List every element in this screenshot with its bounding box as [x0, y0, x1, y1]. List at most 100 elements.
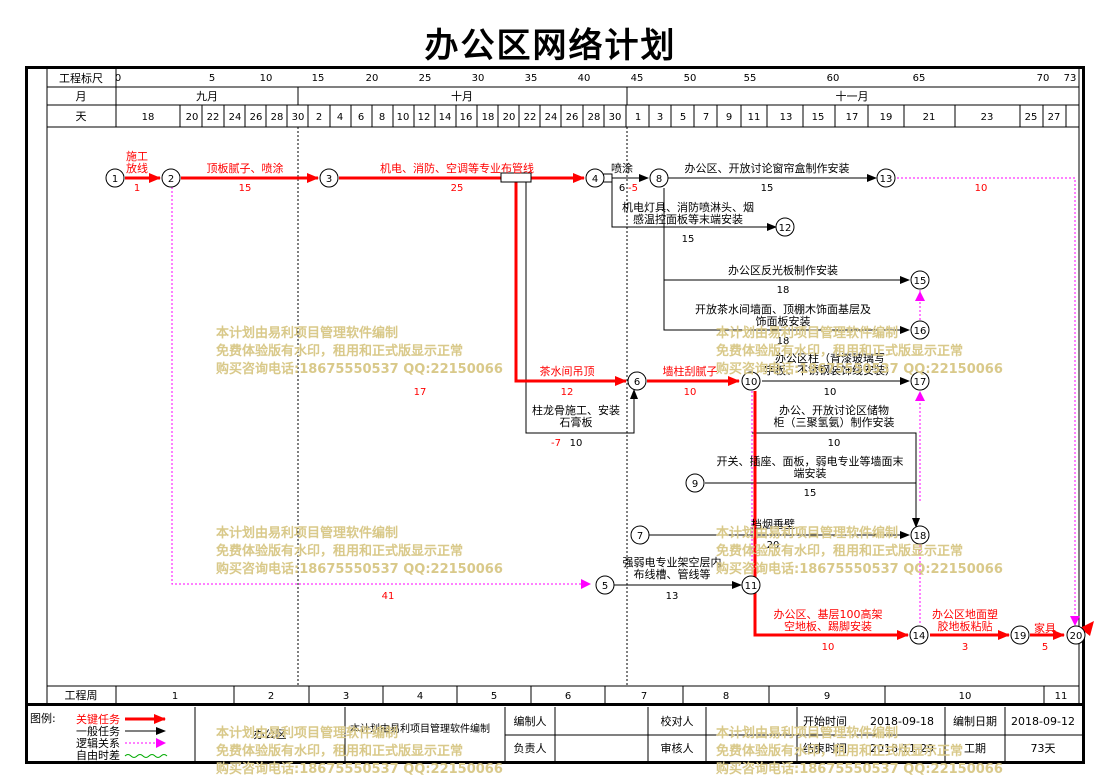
task-dur: 15	[239, 183, 252, 194]
node-circle	[741, 575, 761, 595]
day-label: 18	[142, 112, 155, 123]
task-name: 办公区、基层100高架空地板、踢脚安装	[774, 607, 883, 633]
day-label: 28	[588, 112, 601, 123]
day-label: 9	[726, 112, 732, 123]
node-label: 13	[880, 174, 893, 185]
task-dur: 15	[804, 488, 817, 499]
task-dur: 6	[619, 183, 625, 194]
critical-links	[125, 173, 1065, 640]
watermark-text: 本计划由易利项目管理软件编制免费体验版有水印，租用和正式版显示正常购买咨询电话:…	[716, 725, 1003, 779]
task-dur: 13	[666, 591, 679, 602]
watermark-line: 购买咨询电话:18675550537 QQ:22150066	[216, 362, 503, 377]
task-name: 家具	[1034, 621, 1056, 635]
day-label: 11	[748, 112, 761, 123]
watermark-line: 免费体验版有水印，租用和正式版显示正常	[216, 744, 464, 759]
day-label: 12	[418, 112, 431, 123]
day-label: 8	[379, 112, 385, 123]
node-label: 1	[112, 174, 118, 185]
day-label: 7	[703, 112, 709, 123]
date-label: 编制日期	[953, 714, 997, 728]
node-label: 2	[168, 174, 174, 185]
task-dur: 10	[975, 183, 988, 194]
scale-label: 10	[260, 73, 273, 84]
week-label: 6	[565, 691, 571, 702]
task-name: 办公区地面塑胶地板粘贴	[932, 607, 998, 633]
watermark-line: 免费体验版有水印，租用和正式版显示正常	[716, 344, 964, 359]
task-dur: 15	[761, 183, 774, 194]
day-label: 17	[846, 112, 859, 123]
legend-normal: 一般任务	[76, 725, 120, 738]
date-value: 2018-09-12	[1011, 715, 1075, 728]
node-label: 20	[1070, 631, 1083, 642]
task-dur: 20	[767, 540, 780, 551]
task-dur: 17	[414, 387, 427, 398]
day-label: 19	[880, 112, 893, 123]
node-circle	[595, 575, 615, 595]
task-name: 施工放线	[126, 150, 148, 175]
day-label: 20	[503, 112, 516, 123]
start-label: 开始时间	[803, 714, 847, 728]
day-label: 24	[545, 112, 558, 123]
day-row-label: 天	[76, 110, 87, 123]
node-circle	[161, 168, 181, 188]
node-label: 4	[592, 174, 598, 185]
task-dur: 5	[1042, 642, 1048, 653]
watermark-line: 购买咨询电话:18675550537 QQ:22150066	[216, 562, 503, 577]
week-label: 3	[343, 691, 349, 702]
node-circle	[876, 168, 896, 188]
day-label: 22	[207, 112, 220, 123]
watermark-line: 购买咨询电话:18675550537 QQ:22150066	[216, 762, 503, 777]
task-name: 办公区柱（背漆玻璃写字板、不锈钢装饰线安装）	[764, 351, 896, 377]
period-label: 工期	[964, 742, 986, 755]
node-label: 12	[779, 223, 792, 234]
scale-label: 15	[312, 73, 325, 84]
node-circle	[910, 525, 930, 545]
day-label: 22	[524, 112, 537, 123]
task-name: -7	[551, 438, 561, 449]
task-name: 顶板腻子、喷涂	[207, 161, 284, 175]
watermark-text: 本计划由易利项目管理软件编制免费体验版有水印，租用和正式版显示正常购买咨询电话:…	[216, 525, 503, 579]
month-labels: 九月十月十一月	[196, 89, 869, 103]
node-circle	[910, 371, 930, 391]
auditor-label: 审核人	[661, 741, 694, 755]
watermark-line: 购买咨询电话:18675550537 QQ:22150066	[716, 562, 1003, 577]
legend-label: 图例:	[30, 711, 56, 725]
node-label: 8	[656, 174, 662, 185]
scale-label: 30	[472, 73, 485, 84]
watermark-line: 免费体验版有水印，租用和正式版显示正常	[216, 344, 464, 359]
normal-links	[525, 174, 920, 589]
node-circle	[649, 168, 669, 188]
task-dur: 3	[962, 642, 968, 653]
month-label: 九月	[196, 90, 218, 103]
task-dur: 15	[682, 234, 695, 245]
day-label: 14	[439, 112, 452, 123]
month-label: 十月	[451, 89, 473, 103]
node-label: 11	[745, 581, 758, 592]
node-label: 6	[634, 377, 640, 388]
day-label: 24	[229, 112, 242, 123]
day-label: 28	[271, 112, 284, 123]
task-name: 机电灯具、消防喷淋头、烟感温控面板等末端安装	[622, 200, 754, 226]
bridge-marker	[500, 172, 532, 183]
task-dur: 10	[822, 642, 835, 653]
legend-critical: 关键任务	[76, 712, 120, 726]
task-name: 墙柱刮腻子	[663, 364, 718, 378]
task-labels: 施工放线1顶板腻子、喷涂15机电、消防、空调等专业布管线25喷涂6-5办公区、开…	[126, 150, 1056, 653]
task-name: -5	[628, 183, 638, 194]
task-name: 机电、消防、空调等专业布管线	[380, 161, 534, 175]
watermark-line: 免费体验版有水印，租用和正式版显示正常	[216, 544, 464, 559]
diagram-frame	[25, 66, 1085, 706]
header-grid	[46, 69, 1080, 704]
watermark-text: 本计划由易利项目管理软件编制免费体验版有水印，租用和正式版显示正常购买咨询电话:…	[216, 725, 503, 779]
end-value: 2018-11-29	[870, 742, 934, 755]
scale-label: 25	[419, 73, 432, 84]
scale-label: 0	[115, 73, 121, 84]
day-label: 4	[337, 112, 343, 123]
compiled-note: 本计划由易利项目管理软件编制	[350, 722, 490, 735]
node-label: 17	[914, 377, 927, 388]
legend-box	[25, 706, 1085, 764]
task-dur: 10	[570, 438, 583, 449]
node-label: 3	[326, 174, 332, 185]
task-dur: 10	[684, 387, 697, 398]
